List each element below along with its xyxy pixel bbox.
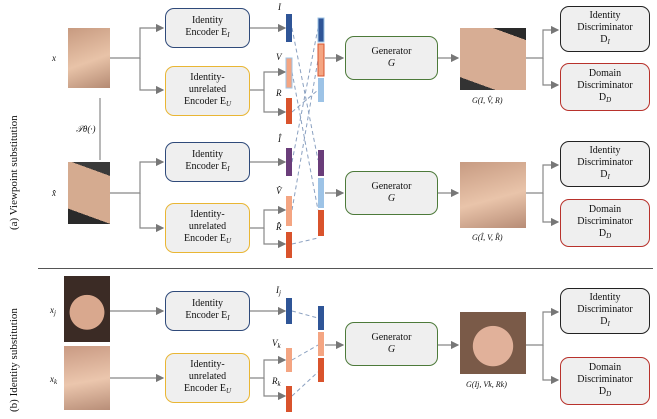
feat-Vk-label: Vk bbox=[272, 338, 281, 350]
concat-top-V bbox=[317, 43, 325, 77]
section-divider bbox=[38, 268, 653, 269]
face-x-image bbox=[68, 28, 110, 88]
feat-Rk-label: Rk bbox=[272, 376, 281, 388]
face-xhat-image bbox=[68, 162, 110, 224]
feature-bar-Rk bbox=[286, 386, 292, 412]
concat-bottom-V bbox=[318, 178, 324, 208]
feat-Rhat-label: R̂ bbox=[276, 222, 282, 232]
feature-bar-I bbox=[286, 14, 292, 42]
feature-bar-R bbox=[286, 98, 292, 124]
feat-I-label: I bbox=[278, 2, 281, 12]
feature-bar-Ihat bbox=[286, 148, 292, 176]
input-xk-label: xk bbox=[50, 374, 58, 386]
identity-encoder-b: Identity Encoder EI bbox=[165, 291, 250, 331]
feat-Ihat-label: Î bbox=[278, 134, 281, 144]
face-out-top-image bbox=[460, 28, 526, 90]
concat-top-I bbox=[317, 17, 325, 43]
concat-top-R bbox=[318, 78, 324, 102]
concat-bottom-I bbox=[318, 150, 324, 176]
output-b-caption: G(Ij, Vk, Rk) bbox=[466, 380, 507, 389]
unrelated-encoder-a1: Identity- unrelated Encoder EU bbox=[165, 66, 250, 116]
feat-R-label: R bbox=[276, 88, 282, 98]
output-bottom-caption: G(Î, V, R̂) bbox=[472, 233, 503, 242]
unrelated-encoder-a2: Identity- unrelated Encoder EU bbox=[165, 203, 250, 253]
concat-b-R bbox=[318, 358, 324, 382]
unrelated-encoder-b: Identity- unrelated Encoder EU bbox=[165, 353, 250, 403]
feature-bar-Ij bbox=[286, 298, 292, 324]
concat-b-V bbox=[318, 332, 324, 356]
input-xhat-label: x̂ bbox=[52, 188, 56, 198]
feat-Ij-label: Ij bbox=[276, 285, 281, 297]
section-a-label: (a) Viewpoint substitution bbox=[8, 115, 20, 230]
transform-label: 𝒯θ(·) bbox=[76, 124, 96, 134]
face-out-bottom-image bbox=[460, 162, 526, 228]
input-xj-label: xj bbox=[50, 305, 56, 317]
concat-bottom-R bbox=[318, 210, 324, 236]
identity-encoder-a1: Identity Encoder EI bbox=[165, 8, 250, 48]
feat-V-label: V bbox=[276, 52, 282, 62]
face-out-b-image bbox=[460, 312, 526, 374]
feat-Vhat-label: V̂ bbox=[276, 186, 282, 196]
section-b-label: (b) Identity substitution bbox=[8, 308, 20, 412]
input-x-label: x bbox=[52, 53, 56, 63]
face-xk-image bbox=[64, 346, 110, 410]
feature-bar-Vhat bbox=[286, 196, 292, 226]
feature-bar-Vk bbox=[286, 348, 292, 372]
identity-encoder-a2: Identity Encoder EI bbox=[165, 142, 250, 182]
output-top-caption: G(I, V̂, R) bbox=[472, 96, 503, 105]
feature-bar-V bbox=[285, 57, 293, 89]
feature-bar-Rhat bbox=[286, 232, 292, 258]
concat-b-I bbox=[318, 306, 324, 330]
face-xj-image bbox=[64, 276, 110, 342]
